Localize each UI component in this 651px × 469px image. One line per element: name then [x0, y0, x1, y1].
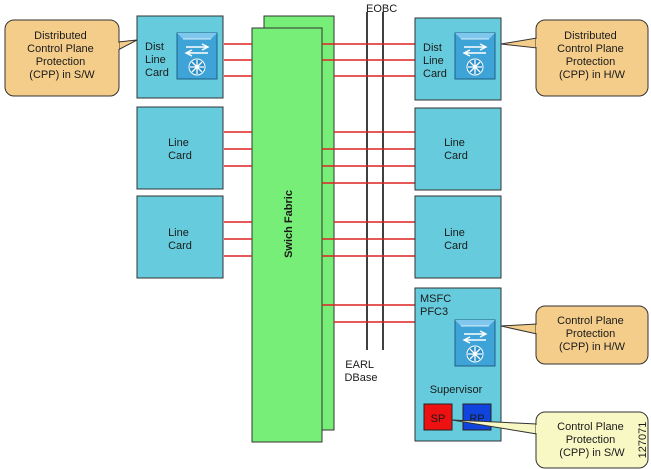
earl-dbase-label: EARL DBase — [344, 359, 377, 384]
line-card-right-2-label: Line Card — [444, 227, 468, 252]
switch-fabric-label: Swich Fabric — [283, 190, 295, 258]
msfc-pfc3-label: MSFC PFC3 — [420, 293, 454, 318]
svg-text:Distributed Control Plan: Distributed Control Plane Protection (CP… — [557, 30, 627, 81]
right-fabric-links — [322, 43, 415, 323]
switch-fabric — [251, 27, 323, 443]
line-card-left-1-label: Line Card — [168, 137, 192, 162]
svg-text:Control Plane Protection: Control Plane Protection (CPP) in H/W — [557, 315, 627, 353]
eobc-label: EOBC — [366, 3, 397, 15]
figure-id: 127071 — [637, 422, 649, 459]
sp-processor — [423, 403, 453, 431]
line-card-right-2 — [414, 195, 502, 279]
callout-cpp-hw-supervisor: Control Plane Protection (CPP) in H/W — [500, 305, 649, 365]
callout-cpp-hw-distributed: Distributed Control Plane Protection (CP… — [500, 19, 649, 97]
callout-cpp-sw-distributed: Distributed Control Plane Protection (CP… — [4, 19, 138, 97]
switch-router-icon — [454, 32, 496, 80]
dist-line-card-left-label: Dist Line Card — [145, 41, 169, 79]
sp-label: SP — [431, 413, 446, 425]
switch-router-icon — [176, 32, 218, 80]
switch-router-icon — [454, 319, 496, 367]
line-card-left-1 — [136, 106, 224, 190]
line-card-right-1 — [414, 107, 502, 191]
svg-text:Distributed Control Plan: Distributed Control Plane Protection (CP… — [27, 30, 97, 81]
callout-cpp-sw-supervisor: Control Plane Protection (CPP) in S/W — [451, 411, 649, 469]
supervisor-label: Supervisor — [430, 384, 483, 396]
dist-line-card-right-label: Dist Line Card — [423, 42, 447, 80]
line-card-right-1-label: Line Card — [444, 137, 468, 162]
left-fabric-links — [224, 43, 252, 257]
svg-text:Control Plane Protection: Control Plane Protection (CPP) in S/W — [557, 421, 627, 459]
line-card-left-2-label: Line Card — [168, 227, 192, 252]
line-card-left-2 — [136, 195, 224, 279]
